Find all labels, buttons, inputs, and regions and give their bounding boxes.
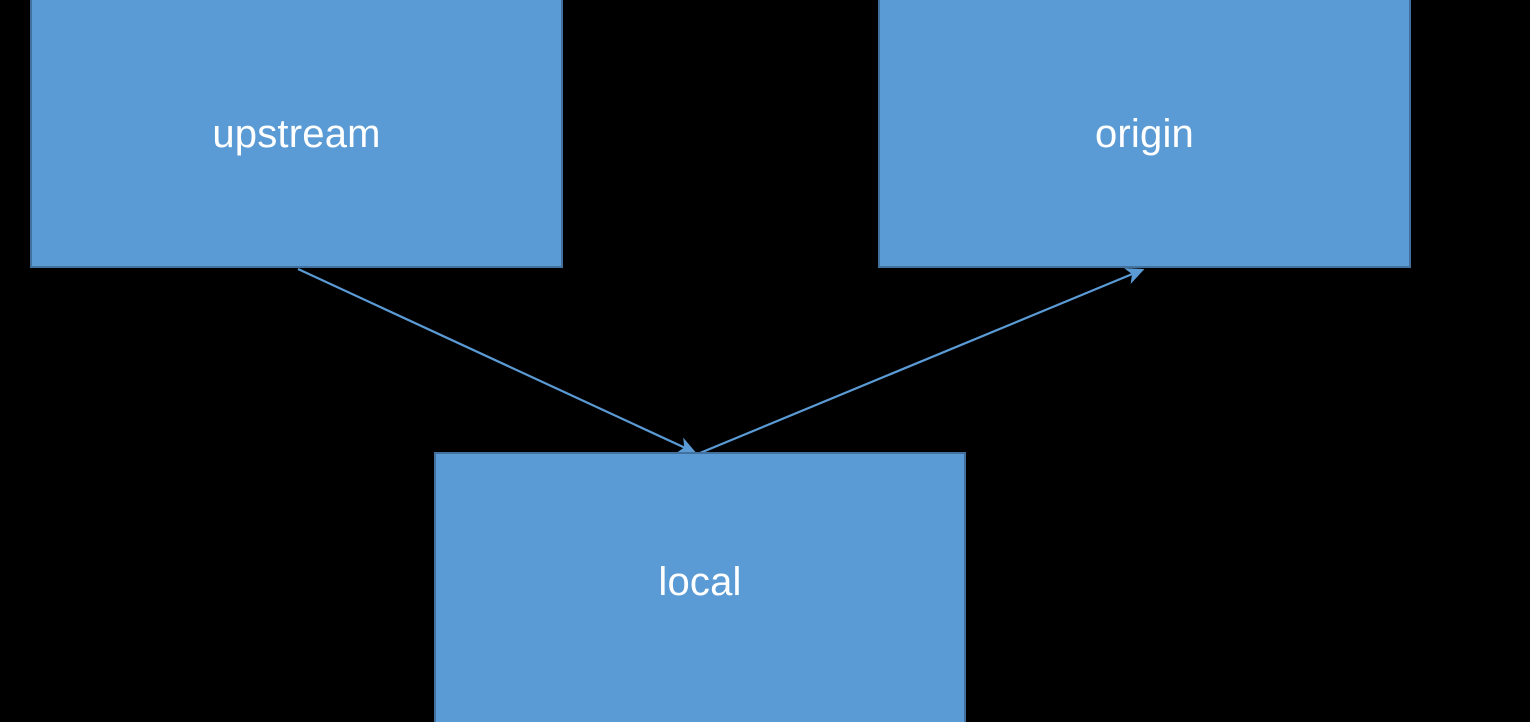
node-upstream-label: upstream: [212, 112, 381, 156]
node-origin-label: origin: [1094, 112, 1195, 156]
edge-upstream-to-local: [297, 268, 697, 454]
node-local[interactable]: local: [434, 452, 966, 722]
node-origin[interactable]: origin: [878, 0, 1411, 268]
edge-local-to-origin: [699, 268, 1145, 455]
node-local-label: local: [658, 560, 742, 604]
node-upstream[interactable]: upstream: [30, 0, 563, 268]
